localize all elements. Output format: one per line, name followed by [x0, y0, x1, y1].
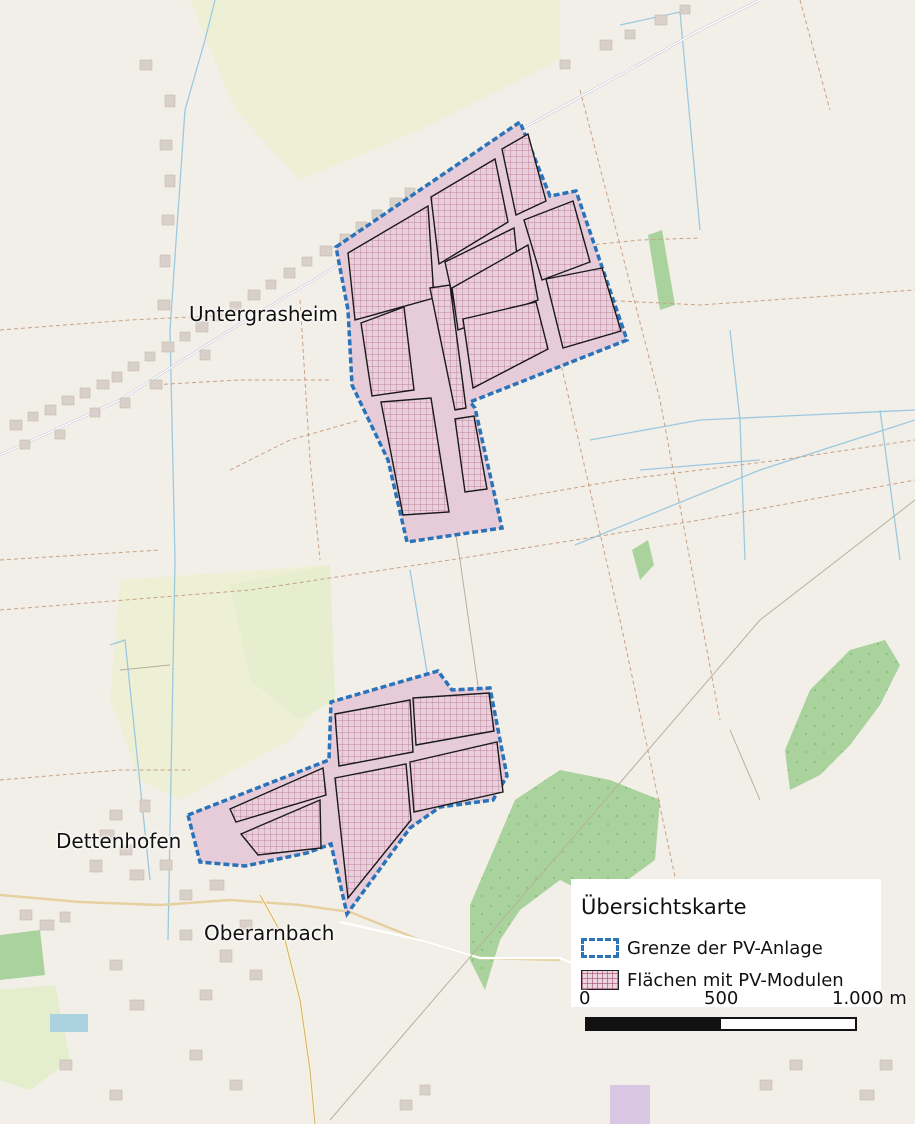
pv-module-area[interactable] — [462, 301, 549, 390]
forest-area — [632, 540, 654, 580]
buildings — [9, 4, 893, 1111]
pv-module-area[interactable] — [430, 157, 509, 266]
place-label-dettenhofen: Dettenhofen — [56, 829, 182, 853]
pv-module-area[interactable] — [412, 692, 495, 746]
scale-label-1000: 1.000 m — [832, 988, 907, 1009]
farmland-area — [230, 565, 335, 720]
pv-module-area[interactable] — [523, 200, 591, 281]
scale-bar — [585, 1017, 857, 1031]
special-area — [610, 1085, 650, 1124]
legend-label-pv-area: Flächen mit PV-Modulen — [627, 969, 844, 991]
map-legend: Übersichtskarte Grenze der PV-Anlage Flä… — [571, 879, 881, 1007]
hatched-area-swatch — [581, 970, 619, 990]
place-label-oberarnbach: Oberarnbach — [204, 921, 335, 945]
pv-module-area[interactable] — [451, 243, 539, 331]
water-pond — [50, 1014, 88, 1032]
pv-module-area[interactable] — [229, 766, 327, 823]
pv-module-area[interactable] — [501, 132, 547, 217]
legend-item-boundary: Grenze der PV-Anlage — [581, 935, 823, 961]
farmland-area — [190, 0, 560, 180]
pv-module-area[interactable] — [360, 306, 415, 397]
forest-area — [0, 930, 45, 980]
pv-module-area[interactable] — [409, 741, 504, 813]
legend-label-boundary: Grenze der PV-Anlage — [627, 937, 823, 959]
pv-module-area[interactable] — [545, 267, 622, 349]
pv-module-area[interactable] — [454, 415, 488, 493]
scale-label-500: 500 — [704, 988, 739, 1009]
pv-module-area[interactable] — [334, 699, 414, 767]
pv-modules-north[interactable] — [347, 132, 622, 516]
water-ditches — [109, 0, 915, 941]
scale-bar-dark-segment — [587, 1019, 721, 1029]
field-paths — [0, 0, 915, 901]
dashed-boundary-swatch — [581, 938, 619, 958]
pv-module-area[interactable] — [334, 763, 412, 900]
scale-label-0: 0 — [579, 988, 591, 1009]
forest-area — [470, 770, 660, 990]
pv-module-area[interactable] — [429, 284, 467, 411]
legend-item-pv-area: Flächen mit PV-Modulen — [581, 967, 844, 993]
pv-modules-south[interactable] — [229, 692, 504, 900]
forest-area — [785, 640, 900, 790]
pv-module-area[interactable] — [239, 798, 322, 856]
legend-title: Übersichtskarte — [581, 895, 747, 919]
forest-area — [648, 230, 675, 310]
farmland-area — [0, 985, 70, 1090]
pv-module-area[interactable] — [380, 397, 450, 516]
place-label-untergrasheim: Untergrasheim — [189, 302, 338, 326]
